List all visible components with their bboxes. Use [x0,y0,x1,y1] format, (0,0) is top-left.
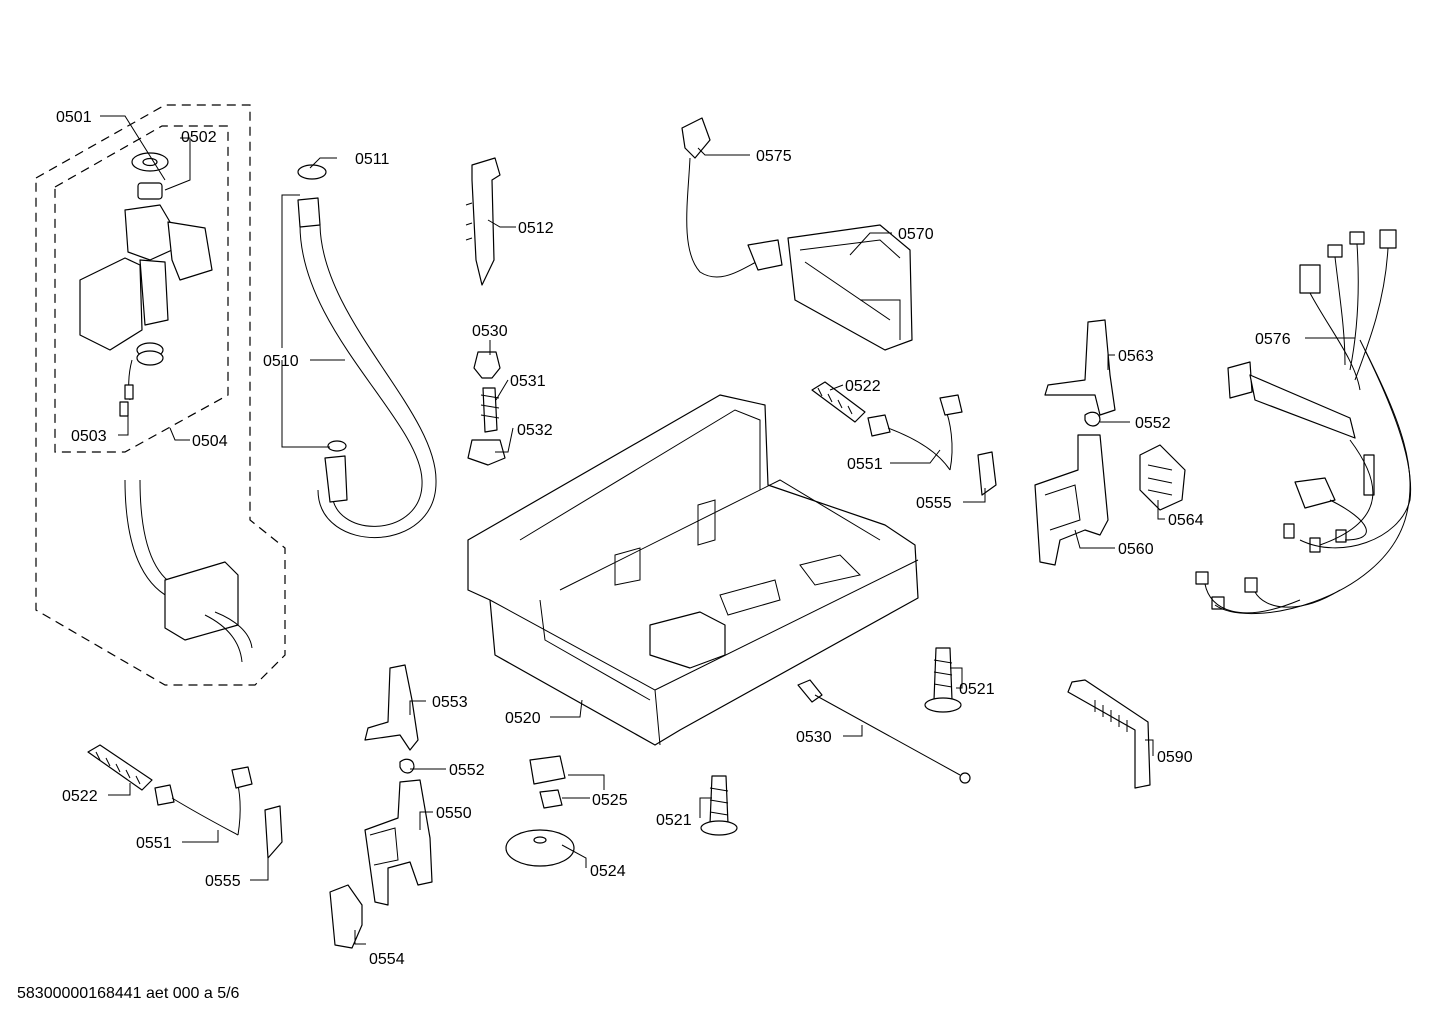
bracket-0550 [364,779,433,906]
small-parts-053x [467,351,506,466]
label-0552-left: 0552 [449,762,485,779]
label-0553: 0553 [432,694,468,711]
label-0560: 0560 [1118,541,1154,558]
label-0555-right: 0555 [916,495,952,512]
label-0502: 0502 [181,129,217,146]
label-0554: 0554 [369,951,405,968]
label-0512: 0512 [518,220,554,237]
clip-0552-right [1084,411,1101,427]
power-cord-0575 [681,117,783,278]
label-0530-bottom: 0530 [796,729,832,746]
hose-0522-right [811,381,866,423]
bracket-0554 [329,884,363,949]
part-0524 [505,829,575,867]
label-0570: 0570 [898,226,934,243]
drain-hose-0510 [297,164,437,539]
part-labels: 0501 0502 0503 0504 0510 0511 0512 0530 … [56,109,1291,968]
label-0524: 0524 [590,863,626,880]
cable-0551-left [154,766,253,836]
label-0531: 0531 [510,373,546,390]
label-0503: 0503 [71,428,107,445]
label-0552-right: 0552 [1135,415,1171,432]
label-0511: 0511 [355,151,390,168]
label-0564: 0564 [1168,512,1204,529]
wiring-harness-0576 [1195,229,1412,615]
clip-strip-0512 [465,157,501,286]
inlet-hose-0504 [124,479,253,663]
clip-0555-left [264,805,283,859]
clip-0555-right [977,451,997,496]
bracket-0553 [364,664,419,751]
drawing-reference-footer: 58300000168441 aet 000 a 5/6 [17,985,240,1002]
hose-0522-left [87,744,153,791]
bracket-0560 [1034,434,1109,566]
cable-0551-right [867,394,963,471]
label-0530-top: 0530 [472,323,508,340]
assembly-0501-outline [35,104,286,686]
clip-0552-left [399,758,415,774]
leader-lines [100,115,1355,945]
label-0522-right: 0522 [845,378,881,395]
rod-0530 [797,679,971,784]
label-0576: 0576 [1255,331,1291,348]
rail-0590 [1067,679,1151,789]
label-0510: 0510 [263,353,299,370]
label-0522-left: 0522 [62,788,98,805]
label-0532: 0532 [517,422,553,439]
label-0563: 0563 [1118,348,1154,365]
label-0555-left: 0555 [205,873,241,890]
label-0501: 0501 [56,109,92,126]
holder-0564 [1139,444,1186,511]
label-0550: 0550 [436,805,472,822]
label-0551-right: 0551 [847,456,883,473]
base-tub-0520 [467,394,919,746]
foot-0521-right [924,647,962,713]
bracket-0563 [1044,319,1116,416]
label-0590: 0590 [1157,749,1193,766]
label-0520: 0520 [505,710,541,727]
label-0504: 0504 [192,433,228,450]
foot-0521-left [700,775,738,836]
label-0521-right: 0521 [959,681,995,698]
control-module-0570 [787,224,913,351]
label-0551-left: 0551 [136,835,172,852]
label-0521-left: 0521 [656,812,692,829]
label-0525: 0525 [592,792,628,809]
part-0525 [529,755,566,809]
label-0575: 0575 [756,148,792,165]
inlet-valve [79,152,213,417]
